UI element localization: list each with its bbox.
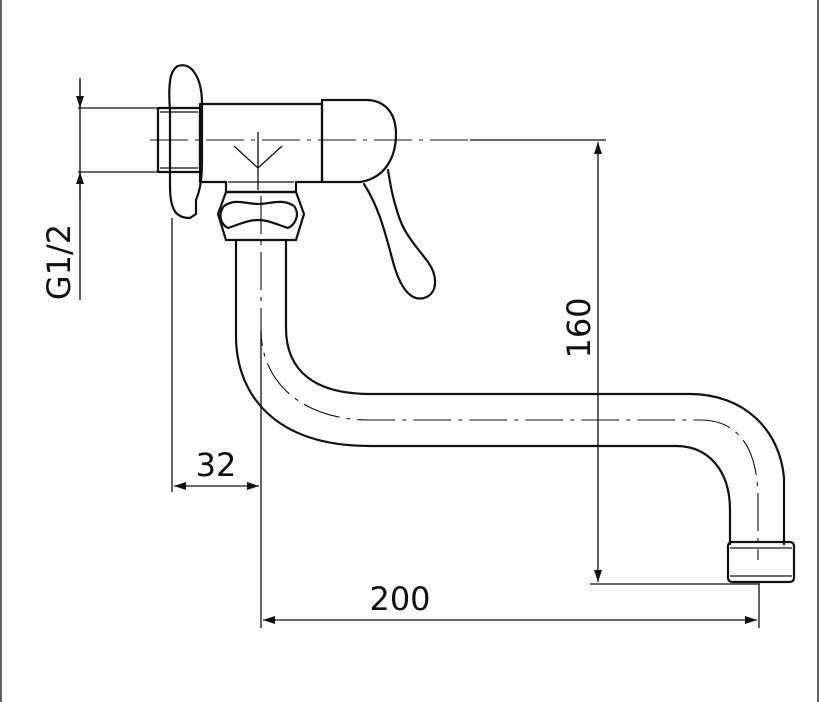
aerator <box>726 540 796 584</box>
nut-face <box>219 200 298 230</box>
lever-cap <box>320 98 398 184</box>
union-nut <box>216 190 306 242</box>
faucet-body <box>156 64 437 300</box>
dimension-offset: 32 <box>171 218 262 628</box>
valve-body <box>198 102 324 194</box>
center-lines <box>150 139 759 560</box>
spout-outer <box>234 238 732 546</box>
wall-flange <box>168 64 204 220</box>
dimension-height: 160 <box>470 139 760 585</box>
dimension-reach: 200 <box>263 580 760 628</box>
spout-inner <box>284 238 786 546</box>
dimension-reach-label: 200 <box>369 580 430 618</box>
dimension-height-label: 160 <box>560 297 598 358</box>
dimension-offset-label: 32 <box>196 446 237 484</box>
spout-axis <box>260 196 759 560</box>
dimension-thread-label: G1/2 <box>40 224 78 300</box>
dimension-thread: G1/2 <box>40 78 160 300</box>
spout <box>234 238 796 584</box>
lever-handle <box>362 168 437 300</box>
